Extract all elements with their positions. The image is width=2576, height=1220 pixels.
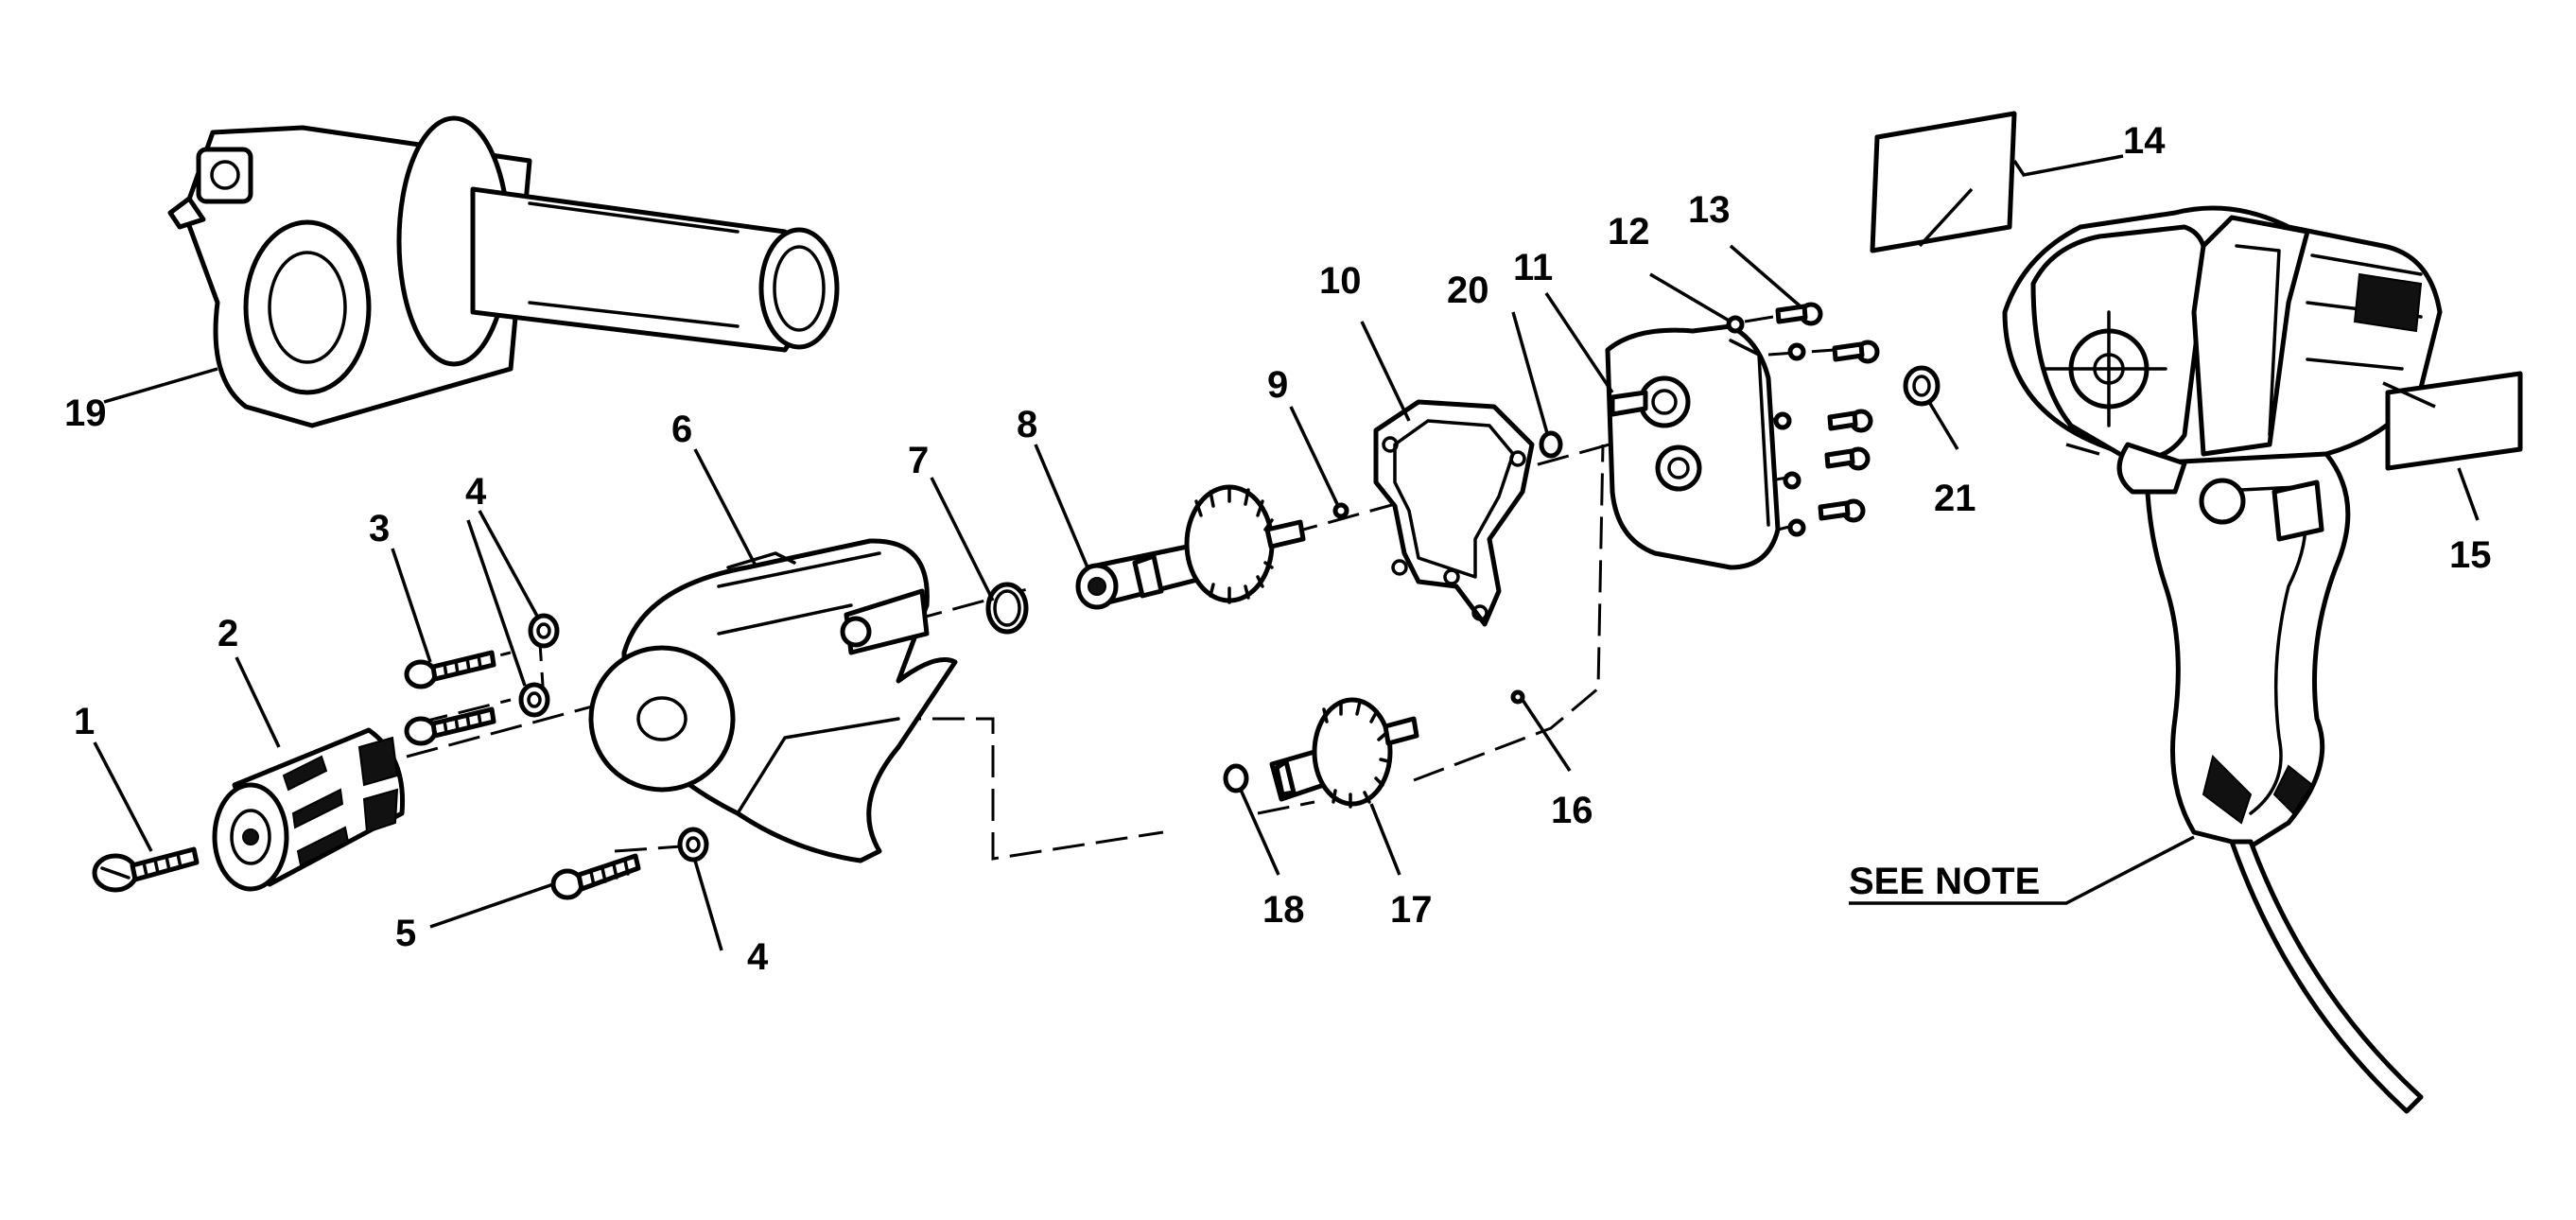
gear-case-screw <box>550 853 641 900</box>
label-part-18: 18 <box>1262 889 1305 931</box>
label-part-2: 2 <box>218 613 238 654</box>
label-part-21: 21 <box>1934 478 1976 519</box>
label-part-3: 3 <box>369 508 390 549</box>
label-part-11: 11 <box>1513 247 1553 288</box>
intermediate-gear <box>1269 697 1419 809</box>
drill-motor-housing <box>2002 205 2443 1114</box>
label-part-5: 5 <box>395 913 416 954</box>
part-number-labels: 1 2 3 4 5 4 6 7 8 9 10 20 11 12 13 21 14… <box>64 120 2492 978</box>
label-part-14: 14 <box>2123 120 2166 162</box>
see-note-label: SEE NOTE <box>1849 861 2040 902</box>
label-plates <box>1870 111 2523 471</box>
gear-plate-screws <box>1775 302 1880 523</box>
chuck-screw <box>92 846 200 893</box>
label-part-7: 7 <box>908 440 929 481</box>
label-part-16: 16 <box>1551 790 1593 831</box>
label-part-20: 20 <box>1447 270 1489 311</box>
label-part-4-upper: 4 <box>465 471 487 513</box>
label-part-4-lower: 4 <box>747 936 769 978</box>
ball <box>1510 689 1525 705</box>
label-part-17: 17 <box>1390 889 1433 931</box>
label-part-9: 9 <box>1267 364 1288 406</box>
housing-screws <box>404 650 496 746</box>
bearing <box>1903 365 1941 407</box>
lock-washers <box>1726 315 1806 537</box>
gear-plate <box>1605 323 1781 570</box>
spindle-gear <box>1075 484 1306 610</box>
label-part-8: 8 <box>1017 404 1037 445</box>
o-ring <box>1539 430 1563 459</box>
label-part-15: 15 <box>2449 534 2492 576</box>
label-part-19: 19 <box>64 392 107 434</box>
retaining-ring <box>985 582 1029 635</box>
label-part-1: 1 <box>74 701 95 742</box>
gasket <box>1373 399 1535 627</box>
side-handle <box>167 115 840 428</box>
label-part-12: 12 <box>1608 211 1650 253</box>
gear-case <box>588 538 958 863</box>
label-part-10: 10 <box>1319 260 1362 302</box>
label-part-13: 13 <box>1688 189 1731 231</box>
label-part-6: 6 <box>671 409 692 450</box>
washers <box>518 613 709 863</box>
leader-lines <box>93 154 2480 951</box>
thrust-washer <box>1223 763 1249 793</box>
keyless-chuck <box>212 727 406 892</box>
ball-bearing <box>1332 502 1349 519</box>
